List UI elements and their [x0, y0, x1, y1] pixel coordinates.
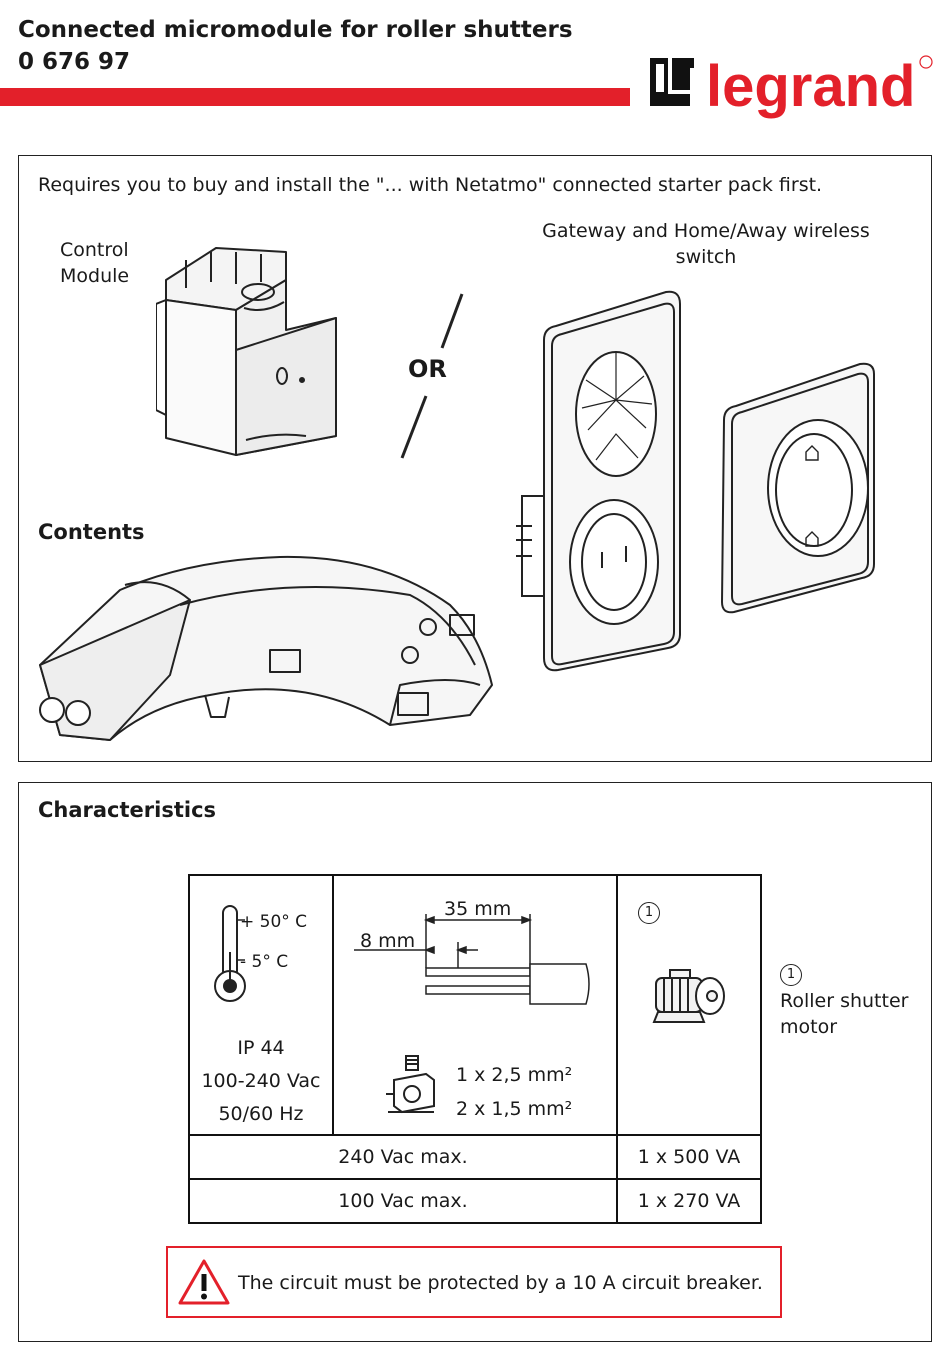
wiring-cell: 35 mm 8 mm — [332, 874, 618, 1136]
legrand-logo: legrand — [650, 54, 933, 119]
header-red-bar — [0, 88, 630, 106]
legend-text: Roller shutter motor — [780, 990, 909, 1038]
document-title: Connected micromodule for roller shutter… — [18, 14, 573, 78]
wire-strip-diagram — [354, 914, 590, 1005]
temp-min: - 5° C — [240, 952, 289, 972]
or-divider-lines — [400, 293, 464, 459]
row-voltage-240: 240 Vac max. — [188, 1134, 618, 1180]
row-voltage-100: 100 Vac max. — [188, 1178, 618, 1224]
row-load-500: 1 x 500 VA — [616, 1134, 762, 1180]
warning-text: The circuit must be protected by a 10 A … — [238, 1272, 763, 1294]
warning-box: The circuit must be protected by a 10 A … — [166, 1246, 782, 1318]
home-away-switch-illustration — [720, 362, 875, 614]
supply-voltage: 100-240 Vac — [201, 1070, 321, 1092]
contents-heading: Contents — [38, 520, 145, 544]
wire-section-2: 2 x 1,5 mm² — [456, 1098, 573, 1120]
legrand-mark-icon — [650, 58, 694, 106]
motor-icon — [652, 969, 725, 1023]
environment-cell: + 50° C - 5° C IP 44 100-240 Vac 50/60 H… — [188, 874, 334, 1136]
product-reference: 0 676 97 — [18, 49, 131, 75]
wire-section-1: 1 x 2,5 mm² — [456, 1064, 573, 1086]
motor-marker: 1 — [638, 902, 660, 924]
row-load-270: 1 x 270 VA — [616, 1178, 762, 1224]
control-module-illustration — [156, 247, 337, 456]
insulation-length-label: 8 mm — [360, 930, 416, 952]
or-label: OR — [408, 355, 447, 383]
requirements-intro: Requires you to buy and install the "...… — [38, 174, 823, 196]
strip-length-label: 35 mm — [444, 898, 512, 920]
micromodule-illustration — [39, 555, 493, 741]
terminal-screw-icon — [386, 1055, 435, 1114]
characteristics-table: + 50° C - 5° C IP 44 100-240 Vac 50/60 H… — [188, 874, 762, 1224]
brand-wordmark: legrand — [706, 54, 916, 119]
requirements-panel — [18, 155, 932, 762]
legend-marker: 1 — [780, 964, 802, 986]
characteristics-panel — [18, 782, 932, 1342]
ip-rating: IP 44 — [237, 1037, 285, 1059]
warning-triangle-icon — [178, 1259, 230, 1305]
temp-max: + 50° C — [240, 912, 308, 932]
motor-cell: 1 — [616, 874, 762, 1136]
control-module-label: Control Module — [60, 239, 130, 287]
gateway-label: Gateway and Home/Away wireless switch — [542, 220, 870, 268]
characteristics-heading: Characteristics — [38, 798, 217, 822]
supply-frequency: 50/60 Hz — [218, 1103, 304, 1125]
thermometer-icon — [214, 905, 246, 1002]
gateway-illustration — [516, 290, 681, 672]
product-name: Connected micromodule for roller shutter… — [18, 17, 573, 43]
